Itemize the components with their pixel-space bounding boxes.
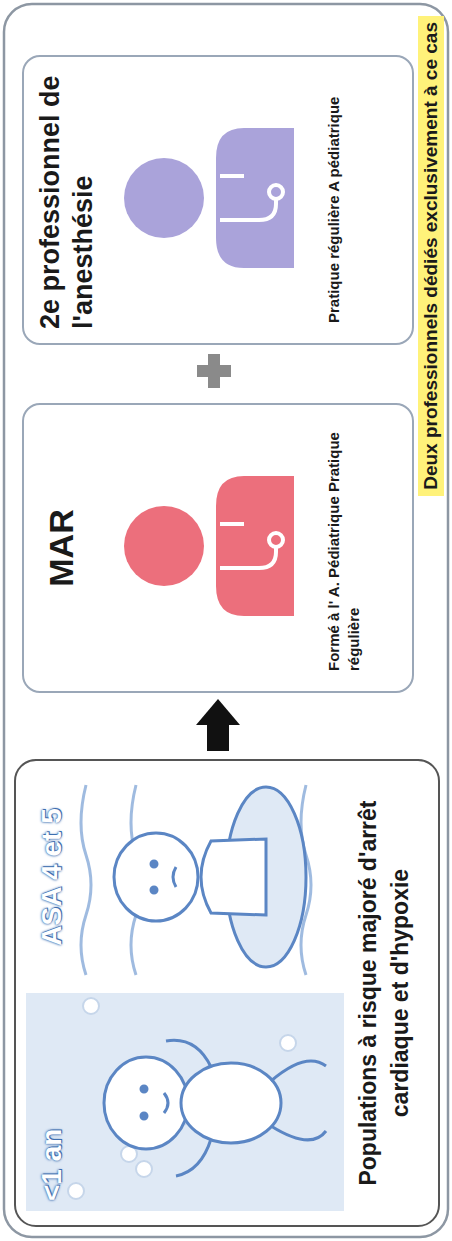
- node-detail: Pratique régulière A pédiatrique: [324, 57, 344, 343]
- node-title: MAR: [42, 405, 80, 691]
- anesthetist-icon: [124, 128, 294, 268]
- sick-child-illustration: [81, 785, 311, 975]
- infant-illustration: [68, 998, 326, 1199]
- node-title: 2e professionnel de l'anesthésie: [34, 57, 100, 343]
- highlight-note: Deux professionnels dédiés exclusivement…: [418, 16, 444, 496]
- staff-box: MAR Formé à l' A. Pédiatrique Pratique ré…: [22, 403, 414, 693]
- illustration: [26, 769, 344, 985]
- population-panel: ASA 4 et 5: [26, 769, 344, 985]
- node-title: <1 an: [36, 993, 68, 1211]
- node-title: Populations à risque majoré d'arrêt card…: [352, 761, 416, 1225]
- population-panel: <1 an: [26, 993, 344, 1211]
- node-title: ASA 4 et 5: [36, 769, 68, 985]
- population-group: Populations à risque majoré d'arrêt card…: [14, 759, 440, 1227]
- anesthetist-icon: [124, 476, 294, 616]
- illustration: [26, 993, 344, 1211]
- staff-box: 2e professionnel de l'anesthésie Pratique…: [22, 55, 414, 345]
- plus-sign: [197, 354, 231, 388]
- node-detail: Formé à l' A. Pédiatrique Pratique régul…: [324, 405, 364, 691]
- thick-arrow: [196, 699, 240, 751]
